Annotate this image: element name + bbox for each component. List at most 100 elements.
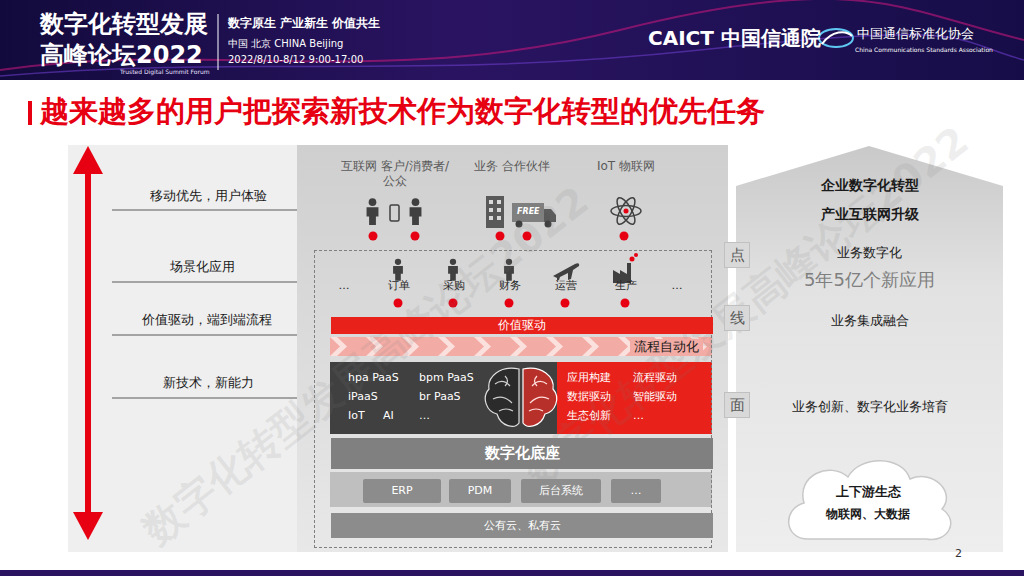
system-box: 后台系统 [521, 479, 601, 503]
partner-icon [489, 200, 493, 204]
partner-icon [497, 216, 501, 220]
people-icon [367, 198, 422, 225]
header-text: CAICT 中国信通院 [648, 26, 821, 51]
leader-line [112, 210, 297, 211]
header-text: 中国通信标准化协会 [857, 26, 974, 42]
brain-icon [485, 368, 519, 426]
ecosystem-cloud: 上下游生态物联网、大数据 [780, 453, 956, 545]
right-panel: 企业数字化转型 产业互联网升级业务数字化5年5亿个新应用业务集成融合业务创新、数… [736, 145, 1003, 552]
automation-band: 流程自动化 [331, 338, 713, 357]
header-text: 数字化转型发展 [40, 9, 208, 39]
ctsa-logo [819, 29, 853, 47]
leader-line [112, 398, 297, 399]
leader-line [112, 210, 297, 398]
header-banner [218, 14, 219, 70]
system-box: ERP [363, 479, 441, 503]
header-banner [0, 0, 1024, 70]
node-text: hpa PaaS [348, 371, 416, 385]
atom-icon [624, 209, 629, 214]
ctsa-logo [819, 29, 853, 47]
page-number: 2 [955, 547, 962, 561]
partner-icon [497, 208, 501, 212]
node-text: iPaaS [348, 390, 416, 404]
node-text: bpm PaaS [419, 371, 481, 385]
scenario-icon [393, 259, 403, 281]
header-text: 2022/8/10-8/12 9:00-17:00 [228, 54, 363, 67]
node-text: 智能驱动 [633, 390, 695, 404]
level-box: 线 [724, 305, 750, 331]
node-text: 业务创新、数字化业务培育 [756, 399, 983, 415]
ctsa-logo [822, 32, 852, 44]
layer-label: 价值驱动，端到端流程 [142, 312, 272, 328]
node-text: … [633, 409, 695, 423]
red-dot [505, 299, 514, 308]
node-text: 数字化底座 [485, 444, 560, 463]
right-panel-arrow [736, 146, 1003, 552]
system-box: … [611, 479, 661, 503]
base-bar: 数字化底座 [331, 438, 713, 469]
brain-icon [523, 368, 557, 426]
double-arrow [73, 512, 103, 540]
middle-panel: 互联网 客户/消费者/公众业务 合作伙伴IoT 物联网…订单采购财务运营生产…价… [297, 145, 728, 552]
node-text: 互联网 客户/消费者/公众 [335, 159, 455, 189]
node-text: … [657, 279, 697, 293]
red-dot [621, 299, 630, 308]
node-text: 5年5亿个新应用 [746, 269, 993, 292]
layer-label: 场景化应用 [170, 259, 235, 275]
node-text: 流程驱动 [633, 371, 695, 385]
red-dot [561, 299, 570, 308]
leader-line [112, 282, 297, 283]
system-box: PDM [449, 479, 511, 503]
scenario-icon [630, 257, 635, 262]
people-icon [410, 198, 422, 225]
node-text: AI [383, 409, 417, 423]
red-dot [411, 232, 420, 241]
brain-icon [485, 368, 556, 426]
node-text: 订单 [379, 279, 419, 293]
header-banner [0, 0, 1024, 80]
node-text: 业务数字化 [756, 245, 983, 261]
brain-icon [493, 376, 513, 411]
cloud-shape [789, 461, 951, 540]
node-text: IoT [348, 409, 382, 423]
node-text: 生态创新 [567, 409, 629, 423]
node-text: 上下游生态 [800, 484, 936, 500]
red-dot [620, 232, 629, 241]
node-text: 采购 [434, 279, 474, 293]
header-text: 高峰论坛2022 [40, 40, 203, 70]
slide-title: 越来越多的用户把探索新技术作为数字化转型的优先任务 [40, 93, 765, 129]
node-text: br PaaS [419, 390, 481, 404]
node-text: 面 [730, 396, 745, 415]
header-banner [0, 0, 1024, 80]
node-text: PDM [468, 484, 493, 498]
node-text: 财务 [490, 279, 530, 293]
node-text: 价值驱动 [498, 318, 546, 333]
partner-icon [489, 208, 493, 212]
level-box: 面 [724, 392, 750, 418]
node-text: ERP [391, 484, 412, 498]
header-text: China Communications Standards Associati… [855, 46, 993, 54]
node-text: … [324, 279, 364, 293]
tech-box: hpa PaaSbpm PaaSiPaaSbr PaaS IoTAI … 应用构建流程… [331, 363, 713, 435]
scenario-icon [553, 263, 579, 281]
brain-icon [529, 376, 549, 411]
atom-icon [611, 206, 641, 217]
header-text: 数字原生 产业新生 价值共生 [228, 16, 380, 31]
value-bar: 价值驱动 [331, 317, 713, 334]
truck-label: FREE [517, 207, 540, 217]
double-arrow [85, 168, 91, 518]
double-arrow [73, 146, 103, 540]
double-arrow [73, 146, 103, 174]
atom-icon [614, 195, 639, 226]
node-text: 应用构建 [567, 371, 629, 385]
red-dot [369, 232, 378, 241]
node-text: 数据驱动 [567, 390, 629, 404]
node-text: 业务 合作伙伴 [472, 159, 552, 174]
system-band [330, 472, 712, 507]
node-text: 后台系统 [539, 484, 583, 498]
tech-box [330, 362, 557, 434]
people-icon [367, 198, 379, 225]
leader-line [112, 335, 297, 336]
scenario-icon [634, 253, 638, 257]
